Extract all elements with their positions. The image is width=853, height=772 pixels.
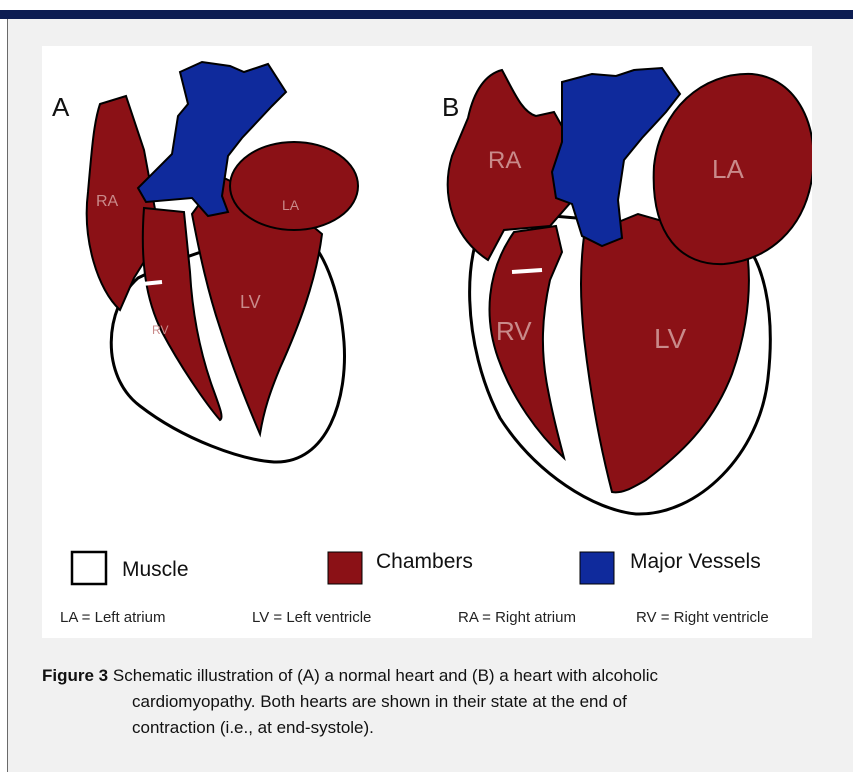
- abbr-la: LA = Left atrium: [60, 609, 165, 626]
- panel-a-rv-label: RV: [152, 323, 168, 337]
- legend-vessels-swatch: [580, 552, 614, 584]
- legend-muscle-swatch: [72, 552, 106, 584]
- caption-text-3: contraction (i.e., at end-systole).: [42, 715, 822, 741]
- figure-image: A RA LA RV LV B RA LA RV: [42, 46, 812, 638]
- panel-a-la-label: LA: [282, 197, 300, 213]
- caption-text-2: cardiomyopathy. Both hearts are shown in…: [42, 689, 822, 715]
- legend-chambers-swatch: [328, 552, 362, 584]
- legend-muscle-label: Muscle: [122, 558, 189, 581]
- caption-label: Figure 3: [42, 666, 108, 685]
- legend: Muscle Chambers Major Vessels: [72, 550, 761, 584]
- heart-b: B RA LA RV LV: [442, 68, 812, 514]
- panel-a-letter: A: [52, 92, 70, 122]
- header-bar: [0, 10, 853, 19]
- panel-a-lv-label: LV: [240, 292, 261, 312]
- panel-b-rv-label: RV: [496, 316, 532, 346]
- abbr-ra: RA = Right atrium: [458, 609, 576, 626]
- legend-vessels-label: Major Vessels: [630, 550, 761, 573]
- panel-b-ra-label: RA: [488, 147, 521, 174]
- panel-b-lv-label: LV: [654, 323, 686, 354]
- panel-a-ra-label: RA: [96, 193, 119, 210]
- abbr-rv: RV = Right ventricle: [636, 609, 769, 626]
- heart-a: A RA LA RV LV: [52, 62, 358, 462]
- abbr-lv: LV = Left ventricle: [252, 609, 371, 626]
- legend-chambers-label: Chambers: [376, 550, 473, 573]
- heart-a-left-atrium: [230, 142, 358, 230]
- caption-text-1: Schematic illustration of (A) a normal h…: [113, 666, 658, 685]
- heart-diagram: A RA LA RV LV B RA LA RV: [42, 46, 812, 638]
- abbreviations: LA = Left atrium LV = Left ventricle RA …: [60, 609, 769, 626]
- panel-b-la-label: LA: [712, 154, 744, 184]
- heart-b-septum-mark: [512, 270, 542, 272]
- figure-caption: Figure 3 Schematic illustration of (A) a…: [42, 663, 822, 741]
- panel-b-letter: B: [442, 92, 459, 122]
- heart-a-septum-mark: [142, 282, 162, 284]
- caption-line-1: Figure 3 Schematic illustration of (A) a…: [42, 663, 822, 689]
